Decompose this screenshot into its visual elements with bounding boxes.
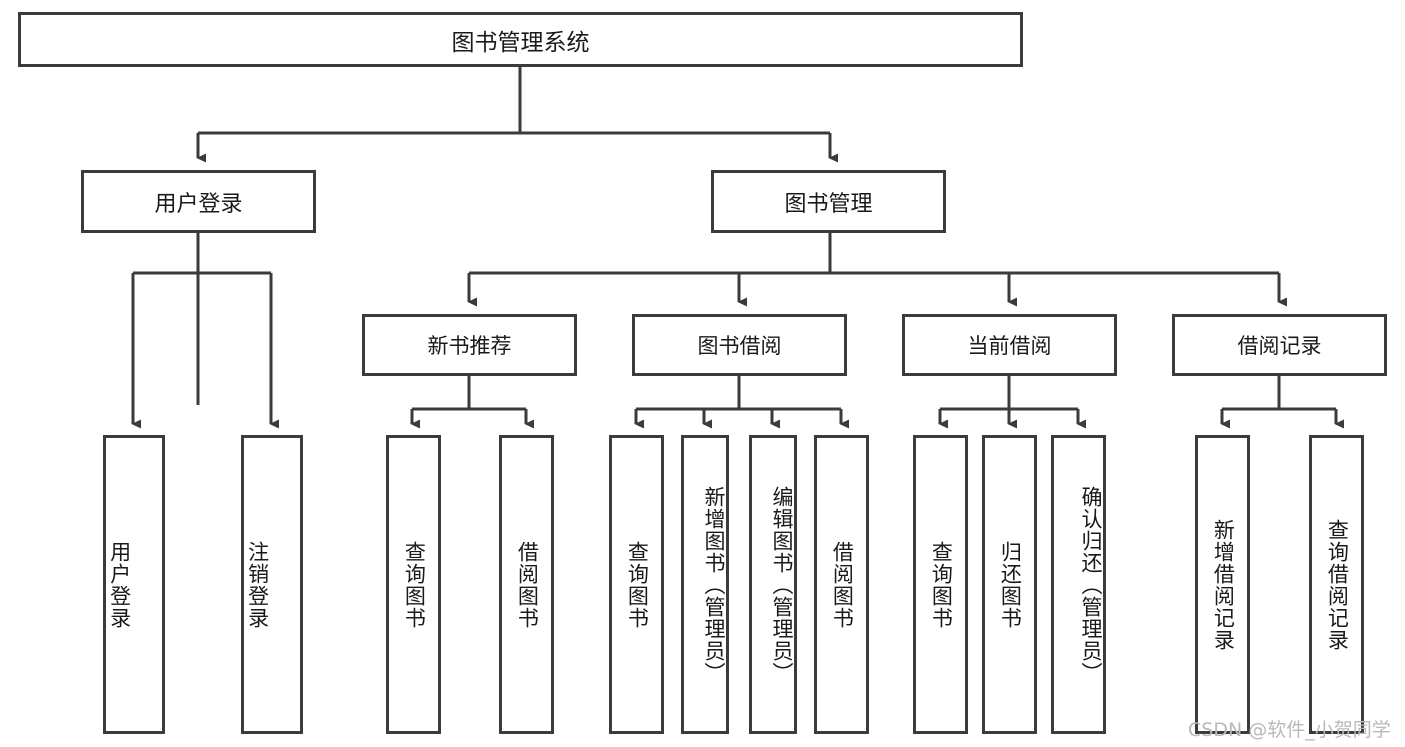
leaf-return-book[interactable]: 归还图书 [982, 435, 1037, 734]
node-current-borrow[interactable]: 当前借阅 [902, 314, 1117, 376]
leaf-borrow-book-borrow[interactable]: 借阅图书 [814, 435, 869, 734]
leaf-user-login[interactable]: 用户登录 [103, 435, 165, 734]
leaf-add-borrow-record[interactable]: 新增借阅记录 [1195, 435, 1250, 734]
leaf-user-logout[interactable]: 注销登录 [241, 435, 303, 734]
leaf-query-borrow-record[interactable]: 查询借阅记录 [1309, 435, 1364, 734]
node-root[interactable]: 图书管理系统 [18, 12, 1023, 67]
node-book-borrow[interactable]: 图书借阅 [632, 314, 847, 376]
leaf-add-book-admin[interactable]: 新增图书（管理员） [681, 435, 729, 734]
leaf-borrow-book-recommend[interactable]: 借阅图书 [499, 435, 554, 734]
node-user-login[interactable]: 用户登录 [81, 170, 316, 233]
leaf-query-book-current[interactable]: 查询图书 [913, 435, 968, 734]
leaf-edit-book-admin[interactable]: 编辑图书（管理员） [749, 435, 797, 734]
leaf-query-book-borrow[interactable]: 查询图书 [609, 435, 664, 734]
leaf-confirm-return-admin[interactable]: 确认归还（管理员） [1051, 435, 1106, 734]
node-borrow-record[interactable]: 借阅记录 [1172, 314, 1387, 376]
node-new-book-recommend[interactable]: 新书推荐 [362, 314, 577, 376]
leaf-query-book-recommend[interactable]: 查询图书 [386, 435, 441, 734]
node-book-management[interactable]: 图书管理 [711, 170, 946, 233]
